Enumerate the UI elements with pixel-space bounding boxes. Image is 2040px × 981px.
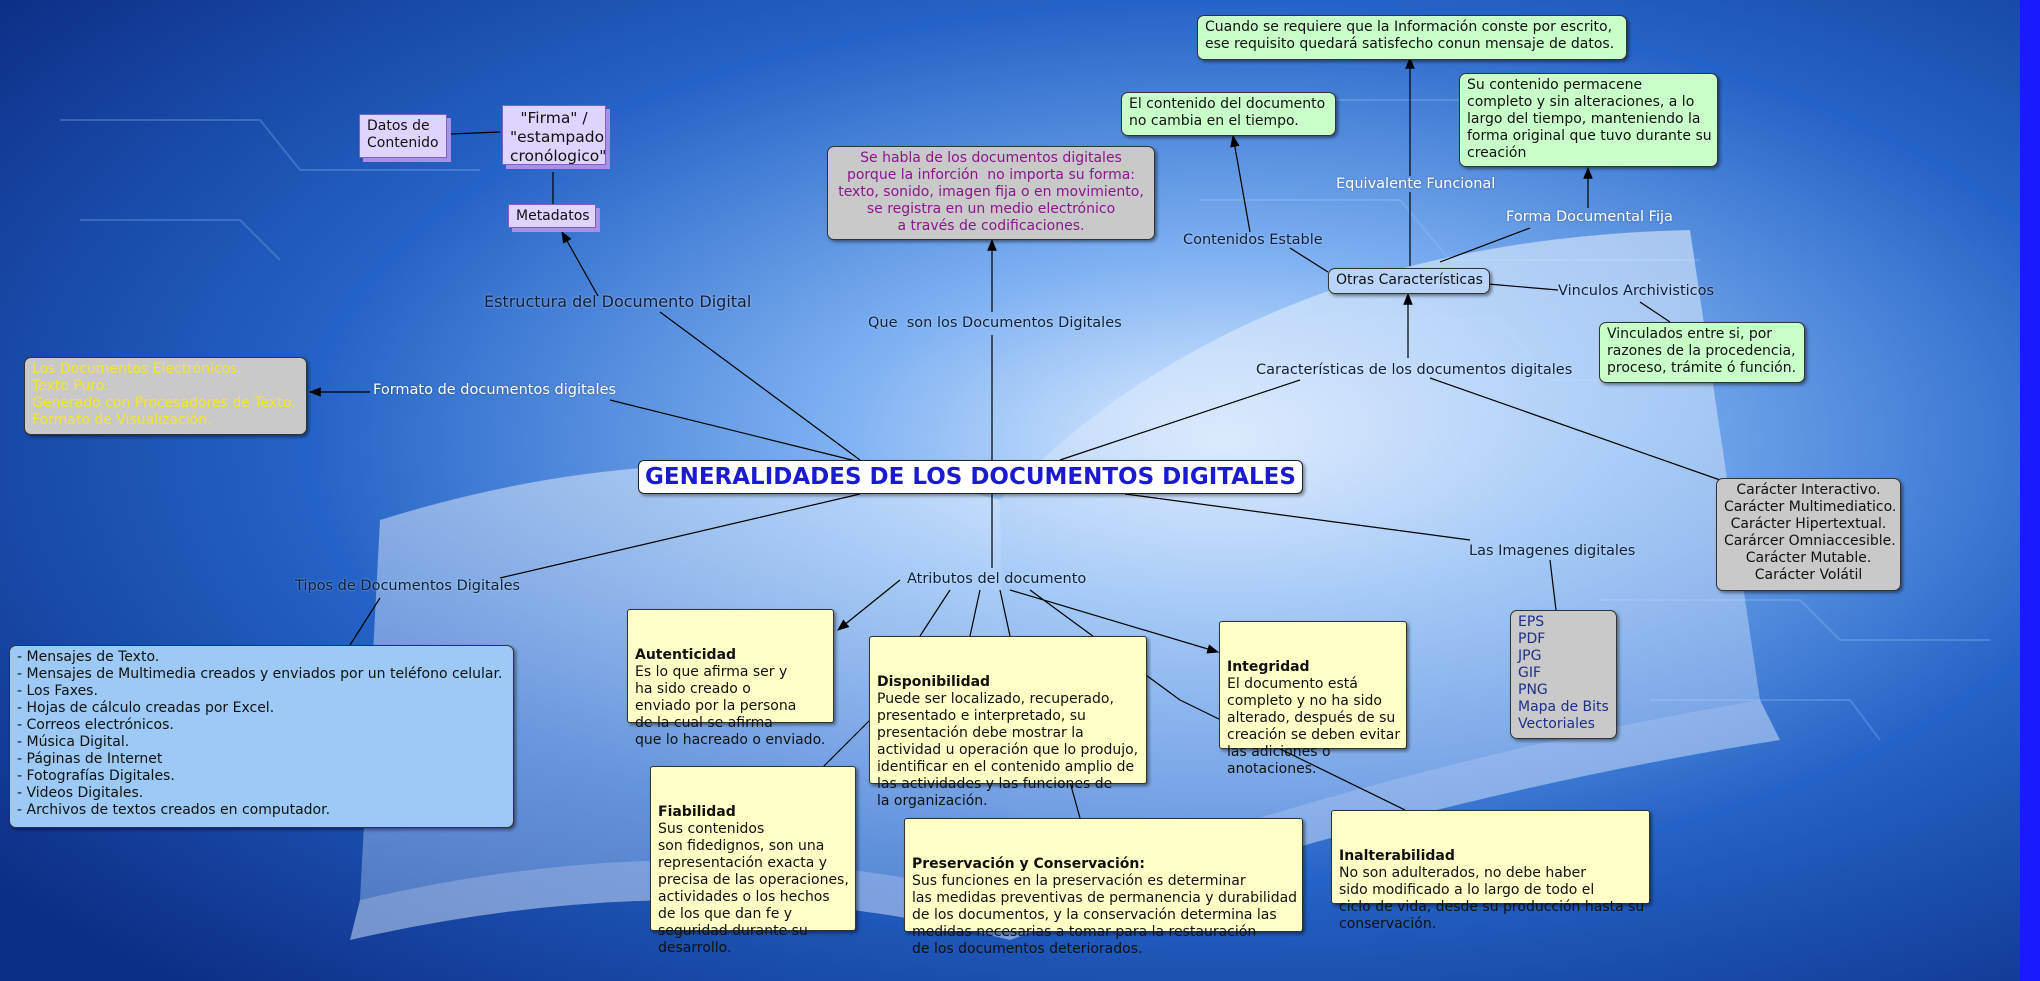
firma-node: "Firma" / "estampado cronólogico" [502,105,606,165]
equivalente-funcional-description: Cuando se requiere que la Información co… [1197,15,1627,60]
fiabilidad-body: Sus contenidos son fidedignos, son una r… [658,821,849,956]
disponibilidad-title: Disponibilidad [877,674,991,690]
inalterabilidad-title: Inalterabilidad [1339,848,1455,864]
autenticidad-body: Es lo que afirma ser y ha sido creado o … [635,664,826,748]
disponibilidad-body: Puede ser localizado, recuperado, presen… [877,691,1139,809]
label-caracteristicas: Características de los documentos digita… [1256,362,1573,378]
otras-caracteristicas-node: Otras Características [1328,268,1490,294]
label-que-son: Que son los Documentos Digitales [868,315,1122,331]
label-forma-fija: Forma Documental Fija [1506,209,1673,225]
formatos-list: Los Documentos Electrónicos. Texto Puro.… [24,357,307,435]
label-estructura: Estructura del Documento Digital [484,292,752,311]
caracteres-list: Carácter Interactivo. Carácter Multimedi… [1716,478,1901,591]
label-tipos: Tipos de Documentos Digitales [295,578,521,594]
label-vinculos: Vinculos Archivisticos [1558,283,1715,299]
label-equivalente-funcional: Equivalente Funcional [1336,176,1496,192]
label-formato: Formato de documentos digitales [373,382,617,398]
label-atributos: Atributos del documento [907,571,1087,587]
forma-fija-description: Su contenido permacene completo y sin al… [1459,73,1718,167]
metadatos-node: Metadatos [508,204,596,228]
contenido-estable-description: El contenido del documento no cambia en … [1121,92,1336,136]
preservacion-node: Preservación y Conservación:Sus funcione… [904,818,1303,957]
preservacion-body: Sus funciones en la preservación es dete… [912,873,1298,957]
label-imagenes: Las Imagenes digitales [1469,543,1636,559]
tipos-list: - Mensajes de Texto. - Mensajes de Multi… [9,645,514,828]
vinculos-description: Vinculados entre si, por razones de la p… [1599,322,1805,383]
image-formats-list: EPS PDF JPG GIF PNG Mapa de Bits Vectori… [1510,610,1617,739]
preservacion-title: Preservación y Conservación: [912,856,1145,872]
que-son-description: Se habla de los documentos digitales por… [827,146,1155,240]
label-contenido-estable: Contenidos Estable [1183,232,1323,248]
autenticidad-title: Autenticidad [635,647,737,663]
inalterabilidad-body: No son adulterados, no debe haber sido m… [1339,865,1645,932]
integridad-title: Integridad [1227,659,1310,675]
fiabilidad-title: Fiabilidad [658,804,736,820]
central-topic: GENERALIDADES DE LOS DOCUMENTOS DIGITALE… [638,460,1303,494]
datos-contenido-node: Datos de Contenido [359,114,447,158]
integridad-body: El documento está completo y no ha sido … [1227,676,1401,777]
